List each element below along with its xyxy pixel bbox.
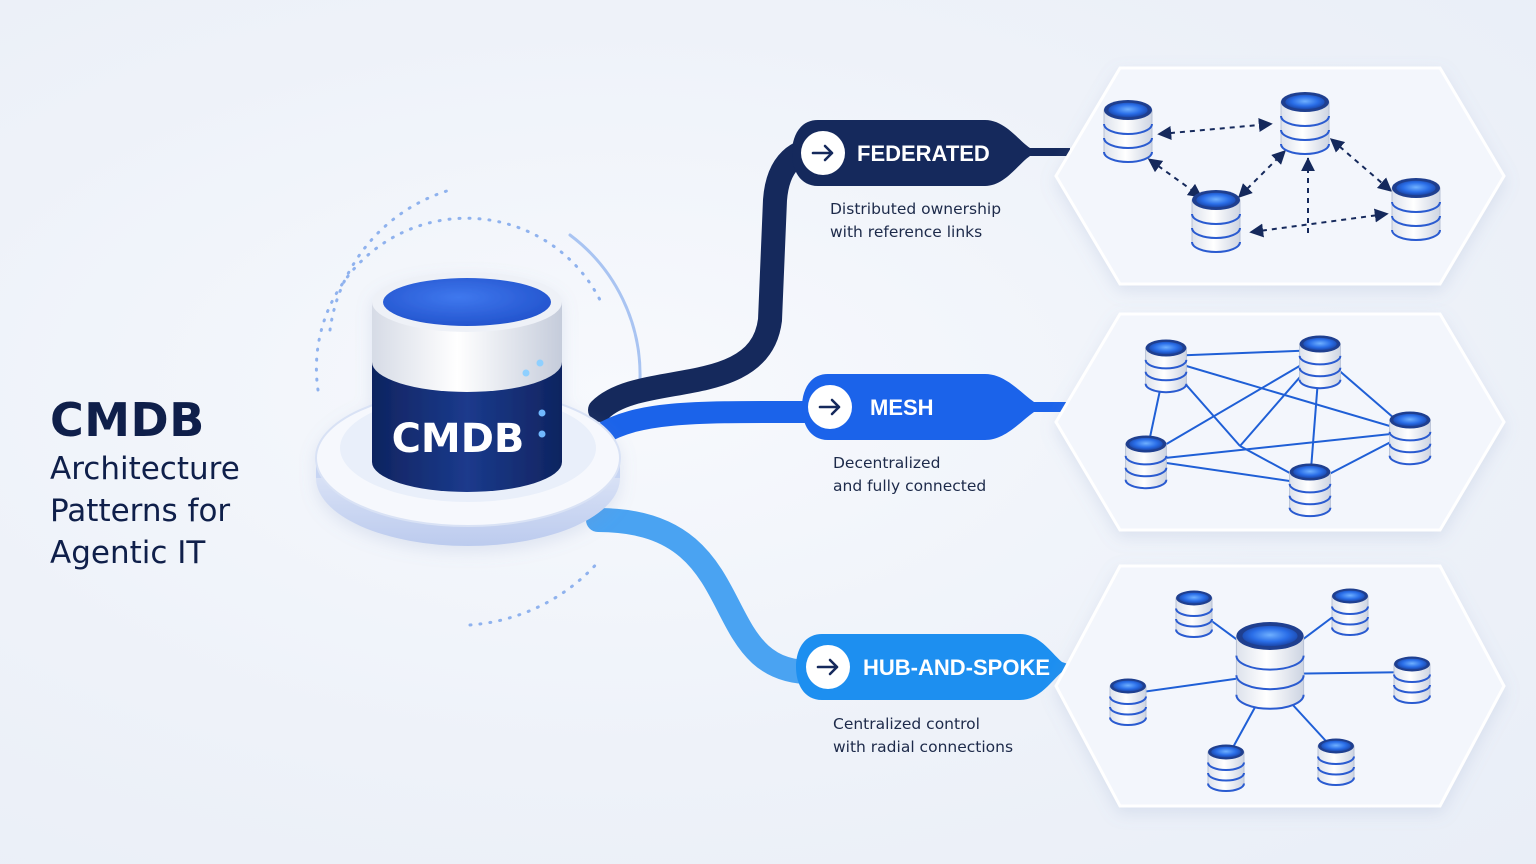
database-node-icon bbox=[1317, 738, 1355, 786]
pattern-pill-hub[interactable]: HUB-AND-SPOKE bbox=[796, 634, 1074, 700]
federated-links bbox=[1147, 118, 1393, 238]
title-block: CMDB Architecture Patterns for Agentic I… bbox=[50, 392, 290, 574]
pattern-description-hub: Centralized control with radial connecti… bbox=[833, 713, 1053, 759]
page-subtitle: Architecture Patterns for Agentic IT bbox=[50, 451, 240, 571]
central-database bbox=[315, 272, 621, 546]
decorative-arcs bbox=[314, 188, 642, 627]
pattern-description-mesh: Decentralized and fully connected bbox=[833, 452, 1053, 498]
database-node-icon bbox=[1393, 656, 1431, 704]
database-node-icon bbox=[1109, 678, 1147, 726]
pattern-description-federated: Distributed ownership with reference lin… bbox=[830, 198, 1050, 244]
hex-panel-mesh bbox=[1054, 312, 1506, 532]
database-nodes bbox=[1103, 92, 1441, 792]
database-node-icon bbox=[1175, 590, 1213, 638]
description-line: Distributed ownership bbox=[830, 200, 1002, 218]
database-node-icon bbox=[1388, 411, 1432, 466]
connector-hub bbox=[586, 508, 832, 685]
database-node-icon bbox=[1144, 339, 1188, 394]
description-line: Decentralized bbox=[833, 454, 941, 472]
pattern-label-hub: HUB-AND-SPOKE bbox=[863, 655, 1050, 680]
database-node-icon bbox=[1124, 435, 1168, 490]
description-line: Centralized control bbox=[833, 715, 980, 733]
database-node-icon bbox=[1235, 622, 1305, 710]
pattern-label-federated: FEDERATED bbox=[857, 141, 990, 166]
pattern-pill-federated[interactable]: FEDERATED bbox=[792, 120, 1070, 186]
page-title: CMDB bbox=[50, 393, 205, 447]
database-label: CMDB bbox=[392, 416, 525, 462]
database-node-icon bbox=[1191, 190, 1241, 253]
database-node-icon bbox=[1103, 100, 1153, 163]
database-node-icon bbox=[1391, 178, 1441, 241]
database-node-icon bbox=[1331, 588, 1369, 636]
database-node-icon bbox=[1207, 744, 1245, 792]
description-line: and fully connected bbox=[833, 477, 987, 495]
pattern-pill-mesh[interactable]: MESH bbox=[802, 374, 1072, 440]
pattern-label-mesh: MESH bbox=[870, 395, 934, 420]
connector-mesh bbox=[589, 400, 826, 446]
description-line: with radial connections bbox=[833, 738, 1014, 756]
description-line: with reference links bbox=[830, 223, 983, 241]
connector-federated bbox=[588, 138, 827, 422]
database-node-icon bbox=[1288, 463, 1332, 518]
database-node-icon bbox=[1298, 335, 1342, 390]
database-node-icon bbox=[1280, 92, 1330, 155]
